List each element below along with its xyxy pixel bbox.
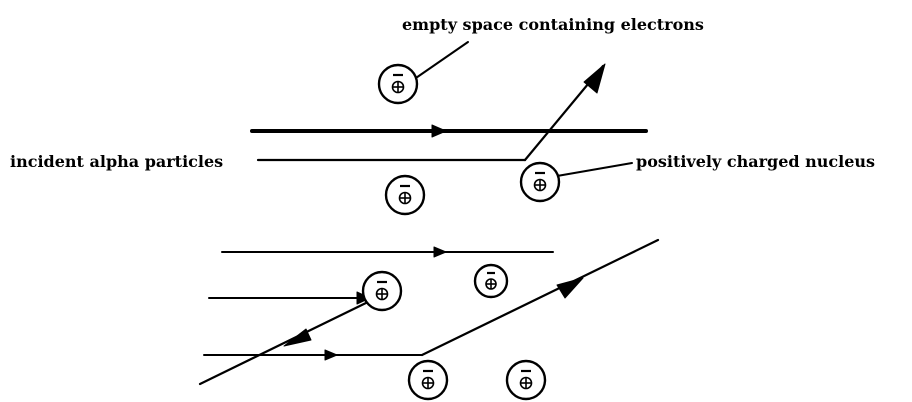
alpha-path-5-arrowhead-out [557, 278, 583, 298]
pointer-line-nucleus [557, 163, 632, 176]
alpha-path-4-reflected [200, 301, 370, 384]
alpha-path-2-arrowhead [584, 64, 605, 93]
label-incident-alpha-particles: incident alpha particles [10, 152, 223, 171]
alpha-path-1 [252, 125, 646, 137]
alpha-path-5 [204, 240, 658, 360]
alpha-path-4-arrowhead-out [284, 329, 311, 346]
alpha-path-5-arrowhead-in [325, 350, 337, 360]
label-positively-charged-nucleus: positively charged nucleus [636, 152, 875, 171]
alpha-path-2 [258, 64, 605, 160]
atom-deflecting [409, 361, 447, 399]
alpha-path-4 [200, 292, 370, 384]
atom-deflecting [521, 163, 559, 201]
atom [475, 265, 507, 297]
atom [379, 65, 417, 103]
alpha-path-3 [222, 247, 553, 257]
alpha-path-1-arrowhead [432, 125, 446, 137]
label-empty-space-electrons: empty space containing electrons [402, 15, 704, 34]
alpha-path-3-arrowhead [434, 247, 446, 257]
atom-reflecting [363, 272, 401, 310]
alpha-path-5-deflected [422, 240, 658, 355]
pointer-line-electrons [413, 42, 468, 80]
atom [386, 176, 424, 214]
atom [507, 361, 545, 399]
